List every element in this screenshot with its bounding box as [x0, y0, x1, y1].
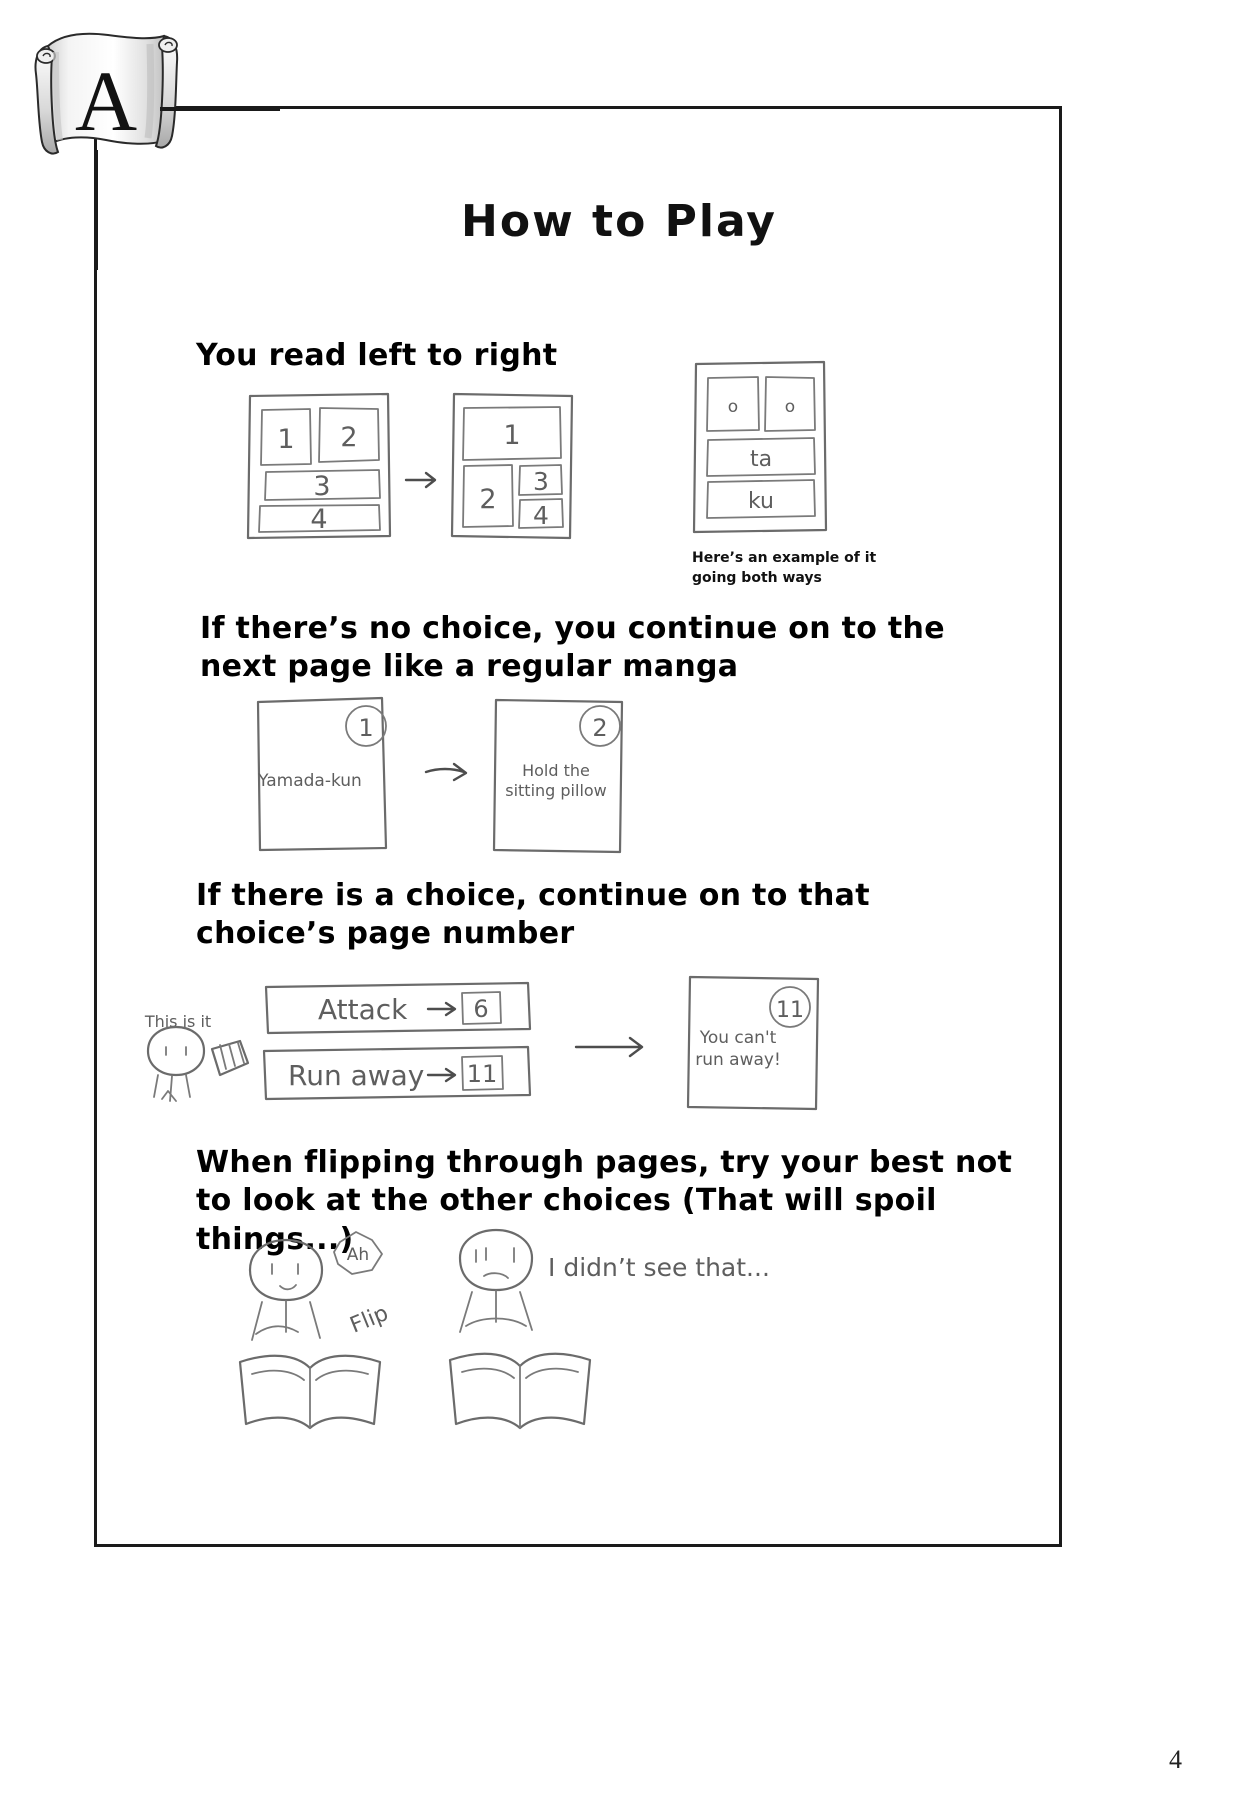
illustration-page-flow: 1 Yamada-kun 2 Hold the sitting pillow [248, 688, 648, 868]
panel-number-3-right: 3 [533, 467, 549, 496]
banner-connector-horizontal [160, 107, 280, 111]
illustration-panel-order: 1 2 3 4 1 2 3 4 [236, 380, 656, 570]
heading-no-choice: If there’s no choice, you continue on to… [200, 611, 945, 685]
result-page-text-line1: You can't [699, 1028, 777, 1048]
page-flow-number-2: 2 [592, 714, 607, 742]
panel-number-4: 4 [310, 504, 327, 535]
choice-page-attack: 6 [473, 995, 488, 1023]
speech-didnt-see: I didn’t see that... [548, 1253, 770, 1282]
page-number: 4 [1169, 1745, 1182, 1774]
heading-reading-order: You read left to right [196, 338, 558, 373]
caption-both-ways: Here’s an example of it going both ways [692, 550, 877, 587]
sound-effect-flip: Flip [347, 1301, 392, 1339]
illustration-both-ways-example: o o ta ku [684, 352, 844, 542]
choice-page-runaway: 11 [467, 1060, 498, 1088]
example-panel-middle: ta [750, 447, 772, 472]
choice-label-attack: Attack [318, 993, 408, 1026]
example-panel-bottom: ku [748, 489, 774, 514]
illustration-choice-boxes: This is it Attack 6 Run away 11 11 You c… [128, 965, 868, 1130]
panel-number-1-right: 1 [503, 420, 520, 451]
panel-number-4-right: 4 [533, 501, 549, 530]
panel-number-3: 3 [313, 471, 330, 502]
page-border [94, 106, 1062, 1547]
banner-connector-vertical [94, 150, 98, 270]
example-panel-top-right: o [785, 397, 795, 417]
choice-label-runaway: Run away [288, 1059, 424, 1092]
panel-number-2-right: 2 [479, 484, 496, 515]
sound-effect-ah: Ah [347, 1245, 369, 1265]
panel-number-1: 1 [277, 424, 294, 455]
panel-number-2: 2 [340, 422, 357, 453]
result-page-number: 11 [776, 998, 804, 1023]
example-panel-top-left: o [728, 397, 738, 417]
page-flow-text-2-line2: sitting pillow [505, 781, 607, 800]
pointer-label: This is it [144, 1012, 211, 1031]
chapter-letter: A [75, 53, 137, 149]
page-flow-text-2-line1: Hold the [522, 761, 590, 780]
page-flow-text-1: Yamada-kun [257, 771, 362, 791]
chapter-scroll-banner: A [22, 18, 190, 173]
page-flow-number-1: 1 [358, 714, 373, 742]
illustration-reading-characters: Ah Flip I didn’t see that... [222, 1228, 842, 1458]
page-title: How to Play [461, 196, 777, 247]
heading-has-choice: If there is a choice, continue on to tha… [196, 878, 870, 952]
heading-no-peeking: When flipping through pages, try your be… [196, 1145, 1013, 1257]
result-page-text-line2: run away! [695, 1050, 781, 1070]
